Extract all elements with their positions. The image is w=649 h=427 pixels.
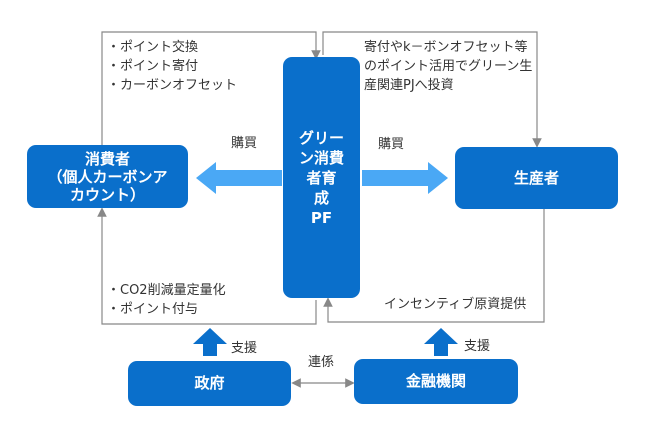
gov-support-arrow: [193, 328, 227, 356]
label-fin-support: 支援: [464, 339, 491, 354]
node-platform-line: ン消費: [298, 148, 344, 167]
edge-pf-to-consumer: [97, 207, 317, 325]
label-line: ・ポイント交換: [107, 40, 199, 55]
label-pf-to-consumer: ・CO2削減量定量化 ・ポイント付与: [107, 281, 226, 319]
label-collaboration: 連係: [308, 355, 335, 370]
edge-pf-to-producer: [322, 31, 542, 148]
label-line: ・CO2削減量定量化: [107, 283, 226, 298]
label-purchase-right: 購買: [378, 137, 405, 152]
label-producer-to-pf: インセンティブ原資提供: [384, 297, 527, 312]
node-government: 政府: [128, 361, 291, 406]
node-consumer-line: 消費者: [84, 149, 130, 168]
node-consumer-line: （個人カーボンア: [47, 167, 168, 186]
edge-consumer-to-pf: [101, 31, 321, 145]
label-line: のポイント活用でグリーン生: [364, 59, 533, 74]
label-gov-support: 支援: [231, 341, 258, 356]
edge-producer-to-pf: [323, 209, 545, 323]
node-government-label: 政府: [194, 374, 225, 392]
purchase-arrow-right: [362, 162, 448, 194]
label-consumer-to-pf: ・ポイント交換 ・ポイント寄付 ・カーボンオフセット: [107, 38, 237, 95]
node-consumer: 消費者 （個人カーボンア カウント）: [27, 145, 188, 208]
node-consumer-line: カウント）: [69, 185, 145, 204]
node-platform-line: 成: [313, 188, 329, 207]
node-platform: グリー ン消費 者育 成 PF: [283, 57, 360, 298]
label-purchase-left: 購買: [231, 136, 258, 151]
node-platform-line: PF: [310, 208, 333, 227]
label-line: ・ポイント寄付: [107, 59, 199, 74]
node-platform-line: グリー: [298, 128, 344, 147]
label-line: ・ポイント付与: [107, 302, 199, 317]
purchase-arrow-left: [196, 162, 282, 194]
label-pf-to-producer: 寄付やk－ボンオフセット等 のポイント活用でグリーン生 産関連PJへ投資: [364, 38, 532, 95]
label-line: ・カーボンオフセット: [107, 78, 238, 93]
node-platform-line: 者育: [306, 168, 337, 187]
node-producer: 生産者: [455, 147, 618, 209]
node-producer-label: 生産者: [513, 168, 559, 187]
node-financial: 金融機関: [354, 359, 518, 404]
label-line: 寄付やk－ボンオフセット等: [364, 40, 528, 55]
fin-support-arrow: [424, 328, 458, 356]
node-financial-label: 金融機関: [405, 372, 466, 390]
label-line: 産関連PJへ投資: [364, 78, 454, 93]
